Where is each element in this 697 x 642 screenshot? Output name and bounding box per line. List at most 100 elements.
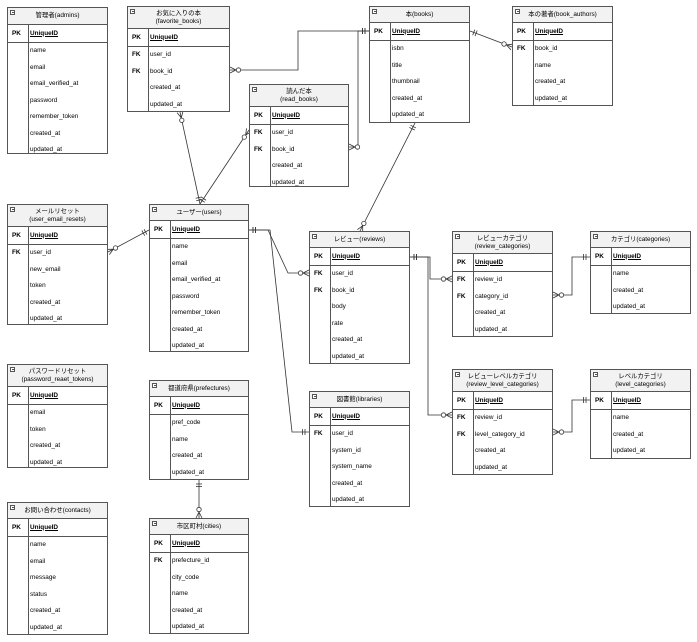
field-row[interactable]: updated_at <box>310 348 409 365</box>
collapse-icon[interactable] <box>455 234 460 239</box>
field-row[interactable]: updated_at <box>8 454 107 471</box>
field-row[interactable]: name <box>591 266 690 283</box>
field-row[interactable]: new_email <box>8 261 107 278</box>
collapse-icon[interactable] <box>593 372 598 377</box>
table-header[interactable]: レビュー(reviews) <box>310 232 409 248</box>
collapse-icon[interactable] <box>372 9 377 14</box>
field-row[interactable]: created_at <box>310 475 409 492</box>
collapse-icon[interactable] <box>10 367 15 372</box>
field-row[interactable]: created_at <box>150 321 248 338</box>
collapse-icon[interactable] <box>312 234 317 239</box>
field-row[interactable]: email <box>8 405 107 422</box>
field-row[interactable]: password <box>150 288 248 305</box>
collapse-icon[interactable] <box>152 383 157 388</box>
field-row[interactable]: name <box>8 43 107 60</box>
field-row[interactable]: updated_at <box>453 321 552 338</box>
field-row[interactable]: pref_code <box>150 415 248 432</box>
field-row[interactable]: updated_at <box>8 619 107 636</box>
field-row[interactable]: created_at <box>591 426 690 443</box>
table-header[interactable]: 図書館(libraries) <box>310 392 409 408</box>
field-row[interactable]: updated_at <box>370 107 469 124</box>
collapse-icon[interactable] <box>152 521 157 526</box>
collapse-icon[interactable] <box>252 87 257 92</box>
field-row[interactable]: created_at <box>128 80 229 97</box>
field-row[interactable]: created_at <box>513 74 612 91</box>
table-header[interactable]: レベルカテゴリ (level_categories) <box>591 370 690 392</box>
field-row[interactable]: name <box>150 431 248 448</box>
field-row[interactable]: updated_at <box>8 142 107 159</box>
field-row[interactable]: token <box>8 421 107 438</box>
table-header[interactable]: お問い合わせ(contacts) <box>8 503 107 519</box>
field-row[interactable]: created_at <box>150 602 248 619</box>
field-row[interactable]: remember_token <box>150 305 248 322</box>
field-row[interactable]: name <box>150 239 248 256</box>
collapse-icon[interactable] <box>312 394 317 399</box>
field-row[interactable]: email <box>8 59 107 76</box>
field-row[interactable]: message <box>8 570 107 587</box>
field-row[interactable]: updated_at <box>150 619 248 636</box>
field-row[interactable]: isbn <box>370 41 469 58</box>
field-row[interactable]: created_at <box>370 90 469 107</box>
field-row[interactable]: name <box>513 57 612 74</box>
field-row[interactable]: created_at <box>8 438 107 455</box>
field-row[interactable]: created_at <box>8 603 107 620</box>
collapse-icon[interactable] <box>10 207 15 212</box>
field-row[interactable]: updated_at <box>8 311 107 328</box>
field-row[interactable]: token <box>8 278 107 295</box>
field-row[interactable]: remember_token <box>8 109 107 126</box>
collapse-icon[interactable] <box>593 234 598 239</box>
collapse-icon[interactable] <box>455 372 460 377</box>
field-row[interactable]: email_verified_at <box>150 272 248 289</box>
field-row[interactable]: updated_at <box>150 338 248 355</box>
field-row[interactable]: title <box>370 57 469 74</box>
table-header[interactable]: カテゴリ(categories) <box>591 232 690 248</box>
field-row[interactable]: system_name <box>310 459 409 476</box>
field-row[interactable]: updated_at <box>513 90 612 107</box>
field-row[interactable]: updated_at <box>250 174 348 191</box>
field-row[interactable]: updated_at <box>591 299 690 316</box>
table-header[interactable]: 管理者(admins) <box>8 8 107 25</box>
table-header[interactable]: 本の著者(book_authors) <box>513 7 612 23</box>
table-header[interactable]: メールリセット (user_email_resets) <box>8 205 107 227</box>
field-row[interactable]: created_at <box>150 448 248 465</box>
table-header[interactable]: パスワードリセット (password_reaet_tokens) <box>8 365 107 387</box>
field-row[interactable]: name <box>8 537 107 554</box>
table-header[interactable]: 市区町村(cities) <box>150 519 248 535</box>
table-header[interactable]: ユーザー(users) <box>150 205 248 221</box>
collapse-icon[interactable] <box>10 10 15 15</box>
table-header[interactable]: 本(books) <box>370 7 469 23</box>
field-row[interactable]: status <box>8 586 107 603</box>
field-row[interactable]: city_code <box>150 569 248 586</box>
